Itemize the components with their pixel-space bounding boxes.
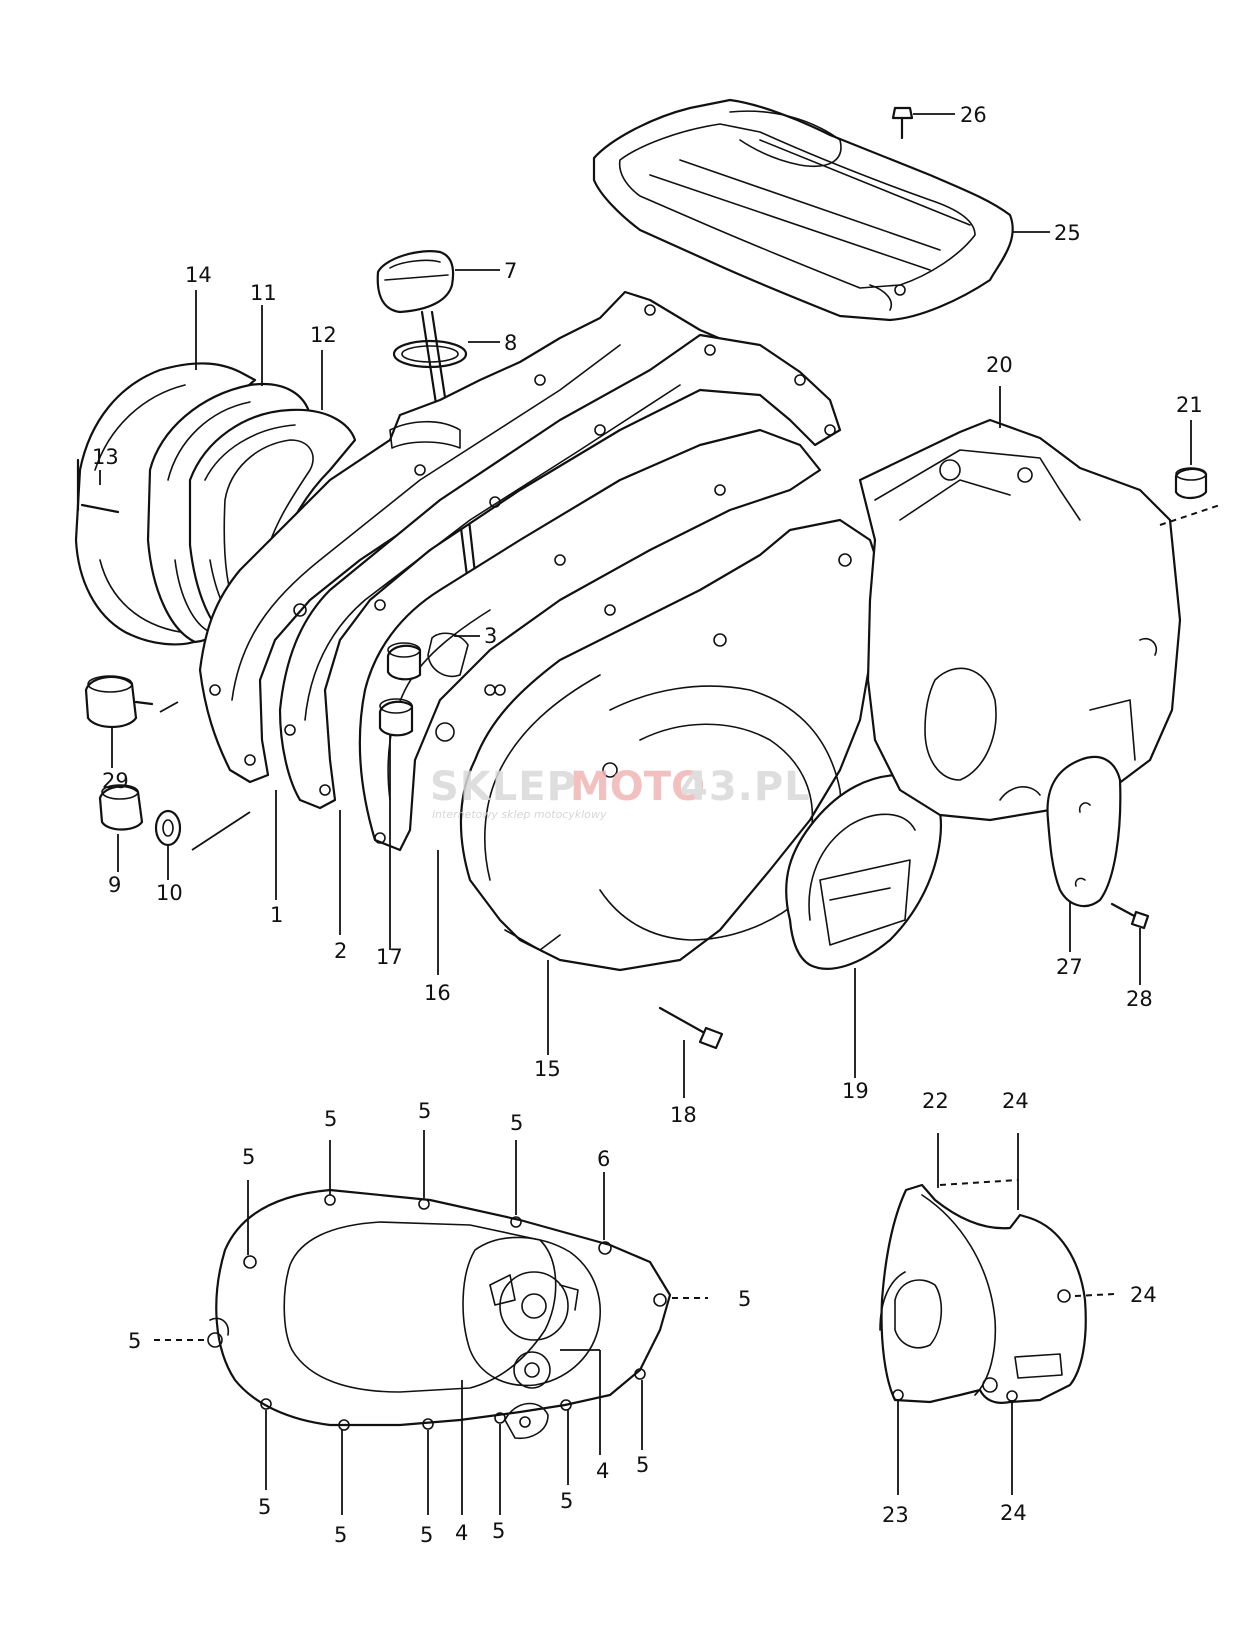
- callout-26: 26: [960, 103, 987, 127]
- outer-cover-part-15: [459, 518, 882, 972]
- oil-filler-cap-part-7: [376, 250, 500, 314]
- callout-7: 7: [504, 259, 517, 283]
- callout-16: 16: [424, 981, 451, 1005]
- callout-5: 5: [258, 1495, 271, 1519]
- callout-5: 5: [334, 1523, 347, 1547]
- leader-lines-upper: [99, 290, 1001, 1078]
- callout-11: 11: [250, 281, 277, 305]
- callout-labels: 26 25 7 8 14 11 12 13 20 21 3 29 9 10 1 …: [92, 103, 1203, 1547]
- watermark: SKLEP MOTO 43.PL internetowy sklep motoc…: [430, 764, 811, 821]
- top-cover-part-25: [592, 98, 1014, 322]
- callout-4-left: 4: [455, 1521, 468, 1545]
- inspection-cap-part-19: [785, 773, 943, 970]
- callout-5: 5: [418, 1099, 431, 1123]
- callout-25: 25: [1054, 221, 1081, 245]
- callout-21: 21: [1176, 393, 1203, 417]
- clutch-cover-gasket: [207, 1188, 672, 1440]
- watermark-brand-left: SKLEP: [430, 764, 577, 810]
- callout-5: 5: [324, 1107, 337, 1131]
- inner-cover-dowels-part-3: [358, 428, 822, 852]
- dowel-part-21: [1159, 420, 1221, 526]
- callout-24-top: 24: [1002, 1089, 1029, 1113]
- callout-17: 17: [376, 945, 403, 969]
- callout-1: 1: [270, 903, 283, 927]
- callout-29: 29: [102, 769, 129, 793]
- o-ring-part-8: [392, 339, 500, 369]
- callout-9: 9: [108, 873, 121, 897]
- callout-5: 5: [560, 1489, 573, 1513]
- small-cover-part-27: [1046, 755, 1122, 952]
- callout-28: 28: [1126, 987, 1153, 1011]
- leader-lines-gasket: [154, 1130, 708, 1515]
- watermark-brand-right: 43.PL: [680, 764, 811, 810]
- leader-lines-right-lower: [897, 1133, 1116, 1495]
- callout-24-right: 24: [1130, 1283, 1157, 1307]
- right-cover-part-20: [858, 418, 1182, 822]
- callout-27: 27: [1056, 955, 1083, 979]
- screw-part-28: [1110, 902, 1150, 985]
- gasket-part-2: [278, 333, 842, 810]
- plug-part-29: [84, 675, 179, 768]
- callout-24-bottom: 24: [1000, 1501, 1027, 1525]
- callout-22: 22: [922, 1089, 949, 1113]
- callout-10: 10: [156, 881, 183, 905]
- callout-13: 13: [92, 445, 119, 469]
- callout-18: 18: [670, 1103, 697, 1127]
- callout-15: 15: [534, 1057, 561, 1081]
- callout-23: 23: [882, 1503, 909, 1527]
- watermark-tagline: internetowy sklep motocyklowy: [432, 808, 607, 821]
- callout-5: 5: [636, 1453, 649, 1477]
- callout-5: 5: [738, 1287, 751, 1311]
- callout-8: 8: [504, 331, 517, 355]
- watermark-brand-mid: MOTO: [570, 764, 705, 810]
- callout-5: 5: [510, 1111, 523, 1135]
- callout-3: 3: [484, 624, 497, 648]
- plug-part-9: [98, 784, 144, 872]
- callout-12: 12: [310, 323, 337, 347]
- callout-2: 2: [334, 939, 347, 963]
- callout-14: 14: [185, 263, 212, 287]
- callout-5: 5: [492, 1519, 505, 1543]
- callout-5: 5: [128, 1329, 141, 1353]
- bolt-part-26: [891, 106, 955, 140]
- washer-part-10: [154, 809, 251, 880]
- callout-5: 5: [420, 1523, 433, 1547]
- sprocket-cover-parts-22-24: [879, 1183, 1087, 1404]
- callout-5: 5: [242, 1145, 255, 1169]
- callout-20: 20: [986, 353, 1013, 377]
- callout-19: 19: [842, 1079, 869, 1103]
- callout-4-right: 4: [596, 1459, 609, 1483]
- callout-6: 6: [597, 1147, 610, 1171]
- bolt-part-18: [658, 1006, 724, 1098]
